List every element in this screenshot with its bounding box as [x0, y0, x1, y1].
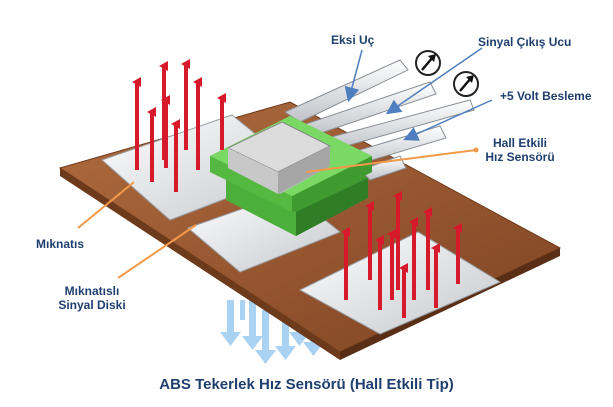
signal-gauge-icon — [415, 50, 441, 76]
label-hall-sensor-line1: Hall Etkili — [492, 136, 548, 150]
label-supply-5v: +5 Volt Besleme — [500, 89, 592, 103]
label-magnetic-disk: Mıknatıslı Sinyal Diski — [48, 284, 136, 312]
pointer-lines — [77, 47, 493, 279]
label-signal-output: Sinyal Çıkış Ucu — [478, 35, 572, 49]
upward-field-arrows — [132, 59, 462, 318]
label-hall-sensor-line2: Hız Sensörü — [485, 150, 555, 164]
label-negative-terminal: Eksi Uç — [331, 33, 375, 47]
label-magnetic-disk-line1: Mıknatıslı — [64, 284, 120, 298]
label-magnetic-disk-line2: Sinyal Diski — [58, 298, 126, 312]
supply-gauge-icon — [453, 71, 479, 97]
hall-sensor-chip — [210, 116, 372, 236]
diagram-caption: ABS Tekerlek Hız Sensörü (Hall Etkili Ti… — [159, 376, 454, 393]
label-magnet: Mıknatıs — [36, 237, 85, 251]
label-hall-sensor: Hall Etkili Hız Sensörü — [478, 136, 562, 164]
